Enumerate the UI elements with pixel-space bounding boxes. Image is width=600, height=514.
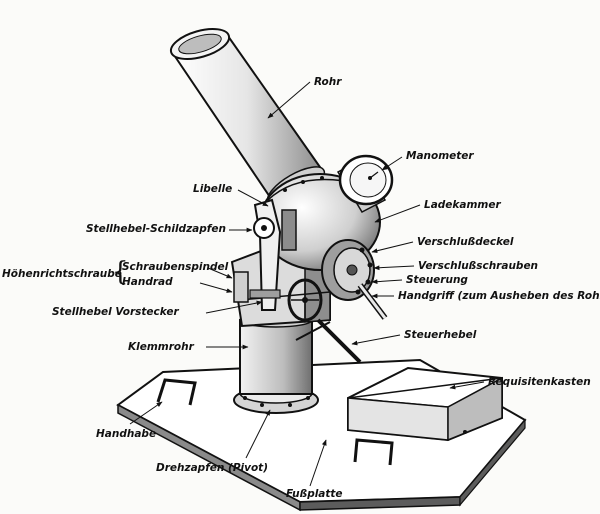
label-handhabe: Handhabe bbox=[96, 428, 157, 440]
label-rohr: Rohr bbox=[314, 76, 342, 88]
label-schraubenspindel: Schraubenspindel bbox=[122, 261, 229, 273]
label-steuerung: Steuerung bbox=[406, 274, 468, 286]
label-drehzapfen: Drehzapfen (Pivot) bbox=[156, 462, 268, 474]
label-brace: { bbox=[112, 257, 129, 287]
handle-left bbox=[156, 378, 197, 406]
handwheel bbox=[287, 278, 323, 322]
label-handgriff: Handgriff (zum Ausheben des Rohres) bbox=[398, 290, 600, 302]
label-stellhebel-schildzapfen: Stellhebel-Schildzapfen bbox=[86, 223, 226, 235]
lift-handle bbox=[357, 283, 388, 320]
elevating-lever bbox=[253, 198, 297, 311]
label-stellhebel-vorstecker: Stellhebel Vorstecker bbox=[52, 306, 179, 318]
label-hoehenrichtschraube: Höhenrichtschraube bbox=[2, 268, 122, 280]
label-manometer: Manometer bbox=[406, 150, 474, 162]
label-ladekammer: Ladekammer bbox=[424, 199, 501, 211]
breech-cover bbox=[321, 239, 375, 301]
label-handrad: Handrad bbox=[122, 276, 173, 288]
control-lever bbox=[295, 318, 362, 364]
label-requisitenkasten: Requisitenkasten bbox=[488, 376, 591, 388]
label-steuerhebel: Steuerhebel bbox=[404, 329, 477, 341]
label-verschlussschrauben: Verschlußschrauben bbox=[418, 260, 539, 272]
label-klemmrohr: Klemmrohr bbox=[128, 341, 194, 353]
label-libelle: Libelle bbox=[193, 183, 233, 195]
leader-lines bbox=[129, 81, 485, 487]
manometer-gauge bbox=[336, 154, 394, 213]
label-fussplatte: Fußplatte bbox=[286, 488, 343, 500]
label-verschlussdeckel: Verschlußdeckel bbox=[417, 236, 514, 248]
elevating-screw bbox=[233, 271, 281, 303]
